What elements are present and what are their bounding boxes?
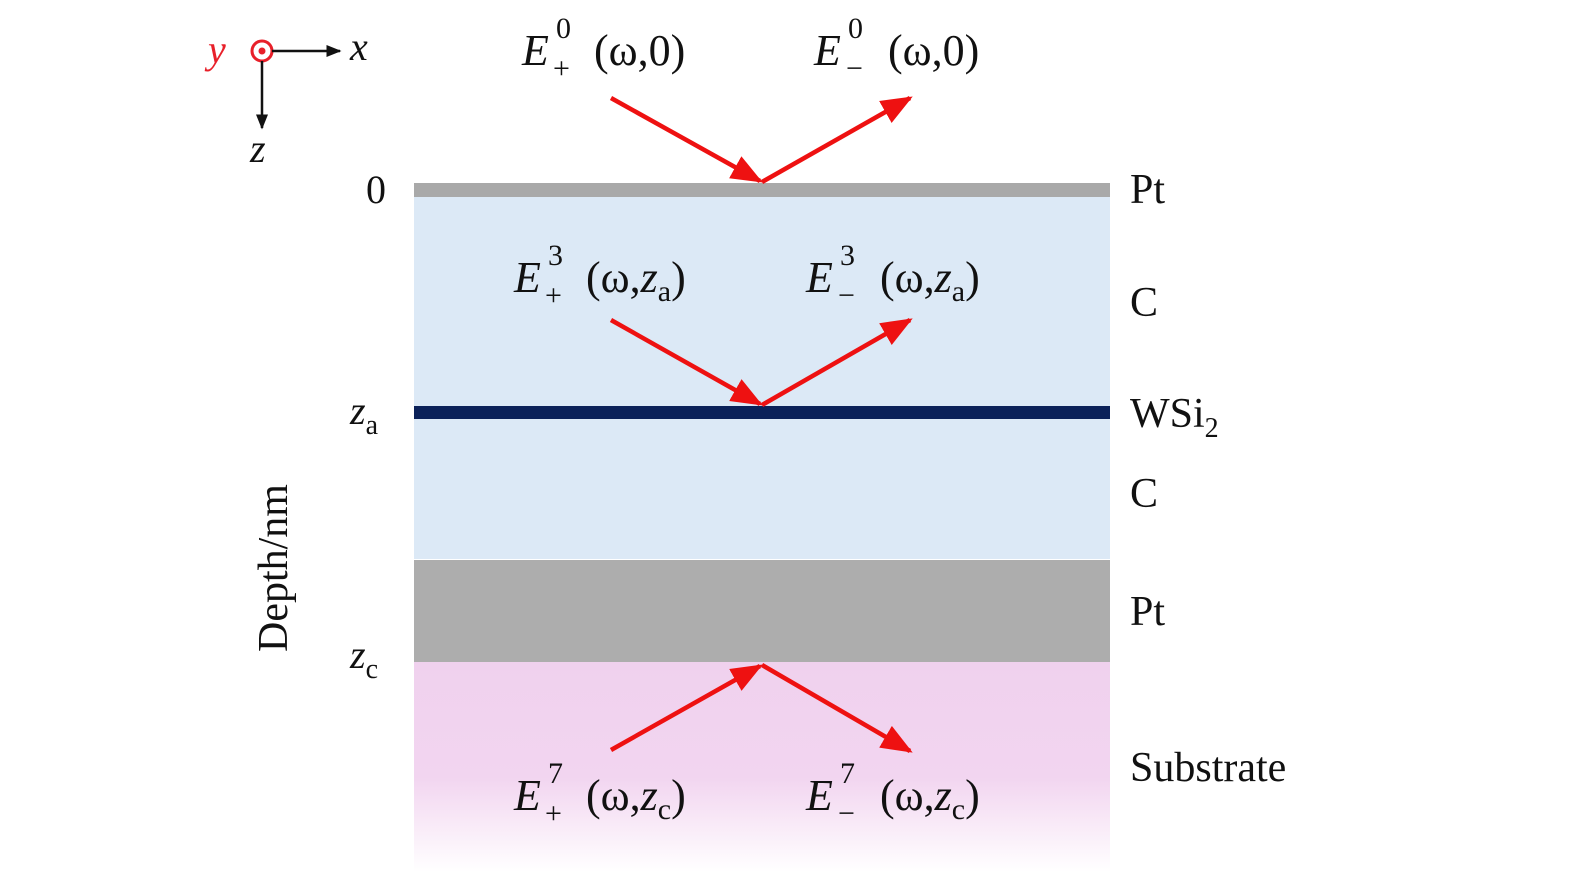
layer-label-pt-bottom: Pt bbox=[1130, 589, 1165, 635]
field-label-bot-plus: E 7 + (ω,zc) bbox=[513, 757, 686, 830]
layer-label-pt-top: Pt bbox=[1130, 167, 1165, 213]
layer-pt-bottom bbox=[414, 560, 1110, 662]
field-label-mid-plus: E 3 + (ω,za) bbox=[513, 239, 686, 312]
svg-text:0: 0 bbox=[556, 12, 571, 45]
svg-text:(ω,zc): (ω,zc) bbox=[586, 771, 686, 826]
layer-wsi2 bbox=[414, 406, 1110, 419]
layer-label-c-lower: C bbox=[1130, 471, 1158, 517]
x-axis-label: x bbox=[349, 24, 368, 69]
svg-text:E: E bbox=[513, 771, 541, 820]
svg-text:0: 0 bbox=[848, 12, 863, 45]
svg-text:E: E bbox=[813, 26, 841, 75]
svg-text:(ω,0): (ω,0) bbox=[888, 26, 979, 75]
depth-tick-0: 0 bbox=[366, 167, 386, 212]
svg-text:3: 3 bbox=[840, 239, 855, 272]
svg-text:E: E bbox=[513, 253, 541, 302]
reflected-arrow-bottom bbox=[760, 663, 913, 753]
field-label-top-minus: E 0 − (ω,0) bbox=[813, 12, 979, 85]
svg-text:3: 3 bbox=[548, 239, 563, 272]
layer-label-substrate: Substrate bbox=[1130, 745, 1286, 791]
y-axis-label: y bbox=[204, 27, 226, 72]
incident-arrow-top bbox=[609, 96, 763, 183]
svg-text:7: 7 bbox=[548, 757, 563, 790]
depth-tick-zc: zc bbox=[349, 632, 378, 685]
reflected-arrow-top bbox=[760, 96, 913, 184]
svg-text:(ω,zc): (ω,zc) bbox=[880, 771, 980, 826]
svg-text:(ω,za): (ω,za) bbox=[586, 253, 686, 308]
field-label-mid-minus: E 3 − (ω,za) bbox=[805, 239, 980, 312]
depth-axis-title: Depth/nm bbox=[251, 484, 297, 652]
layer-c-lower bbox=[414, 419, 1110, 559]
svg-text:E: E bbox=[805, 253, 833, 302]
svg-text:−: − bbox=[838, 279, 855, 312]
svg-text:(ω,za): (ω,za) bbox=[880, 253, 980, 308]
svg-text:−: − bbox=[846, 52, 863, 85]
svg-text:E: E bbox=[805, 771, 833, 820]
svg-text:−: − bbox=[838, 797, 855, 830]
svg-text:+: + bbox=[545, 797, 562, 830]
layer-substrate bbox=[414, 662, 1110, 872]
layer-label-wsi2: WSi2 bbox=[1130, 391, 1219, 444]
z-axis-label: z bbox=[249, 126, 266, 171]
svg-text:(ω,0): (ω,0) bbox=[594, 26, 685, 75]
svg-text:+: + bbox=[553, 52, 570, 85]
svg-text:+: + bbox=[545, 279, 562, 312]
layer-pt-top bbox=[414, 183, 1110, 197]
depth-tick-za: za bbox=[349, 388, 379, 441]
incident-arrow-mid bbox=[609, 318, 763, 406]
reflected-arrow-mid bbox=[760, 318, 913, 407]
layer-c-upper bbox=[414, 197, 1110, 406]
svg-text:7: 7 bbox=[840, 757, 855, 790]
field-label-top-plus: E 0 + (ω,0) bbox=[521, 12, 685, 85]
field-label-bot-minus: E 7 − (ω,zc) bbox=[805, 757, 980, 830]
svg-text:E: E bbox=[521, 26, 549, 75]
layer-label-c-upper: C bbox=[1130, 280, 1158, 326]
coordinate-axes-icon: y x z bbox=[204, 24, 368, 171]
incident-arrow-bottom bbox=[609, 664, 763, 752]
